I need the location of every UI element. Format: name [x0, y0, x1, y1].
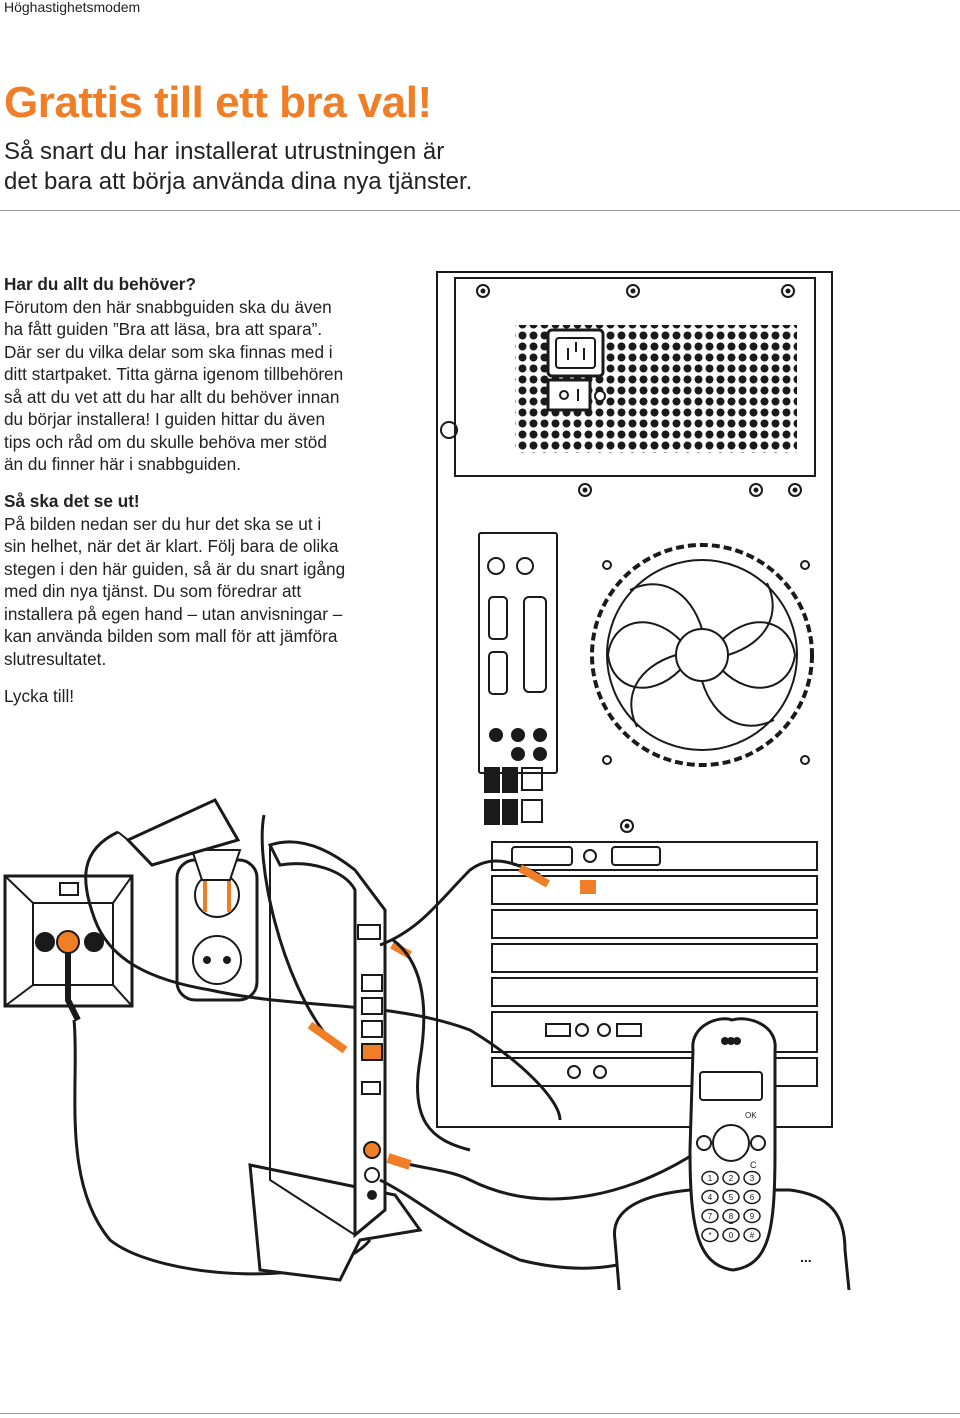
- text-line: sin helhet, när det är klart. Följ bara …: [4, 536, 339, 556]
- section-heading: Har du allt du behöver?: [4, 274, 196, 294]
- modem-icon: [248, 840, 423, 1282]
- keypad-key: [701, 1208, 719, 1224]
- keypad-key-label: 6: [750, 1193, 755, 1202]
- keypad-key: [722, 1170, 740, 1186]
- text-line: slutresultatet.: [4, 648, 107, 669]
- installation-illustration: OK C ... 1 2 3 4 5 6 7 8 9 * 0 #: [3, 271, 851, 1290]
- keypad-key-label: *: [708, 1231, 711, 1240]
- power-socket-icon: [175, 849, 259, 1002]
- section-howto: Så ska det se ut! På bilden nedan ser du…: [4, 490, 384, 670]
- keypad-key-label: 1: [708, 1174, 713, 1183]
- handset-ok-label: OK: [745, 1111, 757, 1120]
- power-supply-vent: [515, 325, 797, 453]
- text-line: ditt startpaket. Titta gärna igenom till…: [4, 364, 344, 384]
- keypad-key: [701, 1189, 719, 1205]
- text-line: med din nya tjänst. Du som föredrar att: [4, 581, 302, 601]
- keypad-key: [701, 1227, 719, 1243]
- text-line: På bilden nedan ser du hur det ska se ut…: [4, 513, 322, 534]
- text-line: Förutom den här snabbguiden ska du även: [4, 296, 332, 317]
- text-line: ha fått guiden ”Bra att läsa, bra att sp…: [4, 319, 323, 339]
- text-line: så att du vet att du har allt du behöver…: [4, 386, 340, 407]
- text-line: kan använda bilden som mall för att jämf…: [4, 626, 338, 646]
- lead-text: Så snart du har installerat utrustningen…: [4, 137, 564, 197]
- keypad-key-label: 0: [729, 1231, 734, 1240]
- section-needs: Har du allt du behöver? Förutom den här …: [4, 273, 384, 476]
- keypad-key: [722, 1227, 740, 1243]
- text-line: stegen i den här guiden, så är du snart …: [4, 558, 346, 579]
- phone-dots: ...: [800, 1249, 812, 1265]
- text-line: tips och råd om du skulle behöva mer stö…: [4, 431, 327, 452]
- keypad-key-label: 4: [708, 1193, 713, 1202]
- page-title: Grattis till ett bra val!: [4, 78, 432, 127]
- keypad-key-label: 8: [729, 1212, 734, 1221]
- top-divider: [0, 210, 960, 211]
- keypad: 1 2 3 4 5 6 7 8 9 * 0 #: [701, 1170, 761, 1243]
- lead-line: det bara att börja använda dina nya tjän…: [4, 168, 473, 195]
- keypad-key-label: 2: [729, 1174, 734, 1183]
- keypad-key-label: 7: [708, 1212, 713, 1221]
- bottom-divider: [0, 1413, 960, 1414]
- keypad-key: [743, 1227, 761, 1243]
- keypad-key: [743, 1189, 761, 1205]
- keypad-key: [743, 1208, 761, 1224]
- fan-icon: [590, 543, 814, 767]
- running-header: Höghastighetsmodem: [4, 0, 141, 15]
- keypad-key: [743, 1170, 761, 1186]
- keypad-key: [722, 1208, 740, 1224]
- keypad-key-label: 9: [750, 1212, 755, 1221]
- handset-clear-label: C: [750, 1160, 757, 1170]
- lead-line: Så snart du har installerat utrustningen…: [4, 138, 445, 165]
- screw-icon: [440, 284, 802, 833]
- closing-text: Lycka till!: [4, 686, 75, 706]
- wall-outlet-icon: [3, 874, 372, 1276]
- keypad-key-label: #: [750, 1231, 755, 1240]
- text-line: du börjar installera! I guiden hittar du…: [4, 409, 326, 429]
- cable-icon: [260, 814, 701, 1270]
- keypad-key: [722, 1189, 740, 1205]
- keypad-key: [701, 1170, 719, 1186]
- computer-tower-icon: [436, 271, 833, 1128]
- keypad-key-label: 5: [729, 1193, 734, 1202]
- power-adapter-icon: [84, 798, 562, 1121]
- text-line: än du finner här i snabbguiden.: [4, 454, 241, 474]
- section-heading: Så ska det se ut!: [4, 491, 140, 511]
- text-line: installera på egen hand – utan anvisning…: [4, 603, 343, 624]
- text-line: Där ser du vilka delar som ska finnas me…: [4, 341, 333, 362]
- keypad-key-label: 3: [750, 1174, 755, 1183]
